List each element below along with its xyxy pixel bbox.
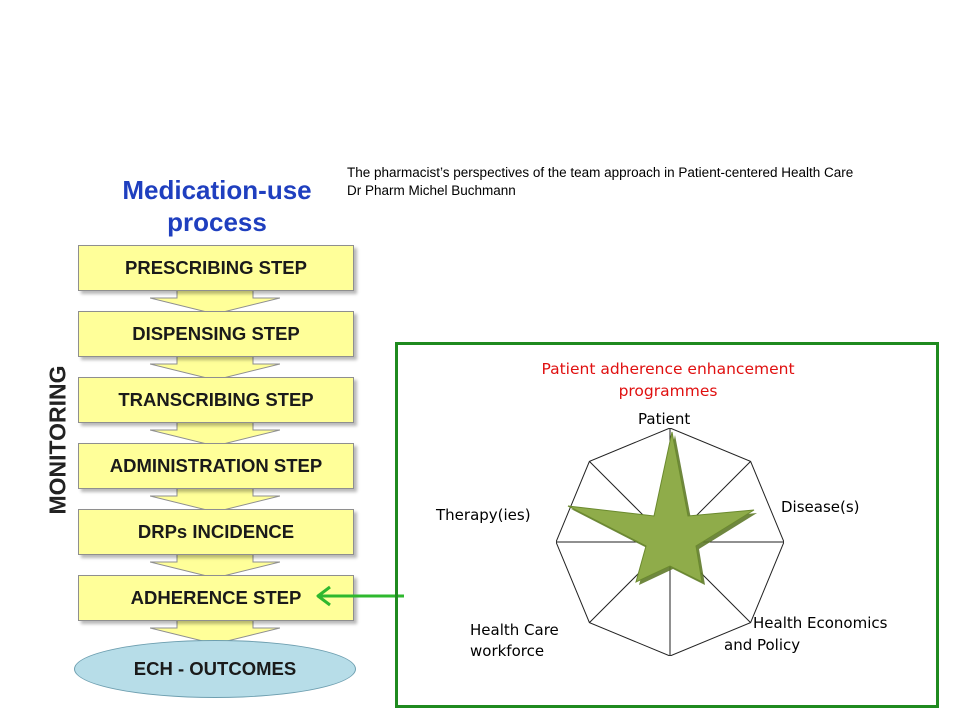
radar-chart (556, 428, 784, 656)
step-dispensing: DISPENSING STEP (78, 311, 354, 357)
axis-label-health-care: Health Care (470, 621, 559, 639)
step-adherence: ADHERENCE STEP (78, 575, 354, 621)
step-prescribing: PRESCRIBING STEP (78, 245, 354, 291)
radar-octagon (556, 428, 784, 656)
outcome-ellipse: ECH - OUTCOMES (74, 640, 356, 698)
citation-title: The pharmacist’s perspectives of the tea… (347, 165, 854, 180)
axis-label-disease: Disease(s) (781, 498, 860, 516)
axis-label-patient: Patient (638, 410, 691, 428)
monitoring-label: MONITORING (44, 365, 71, 515)
citation: The pharmacist’s perspectives of the tea… (347, 164, 853, 200)
axis-label-and-policy: and Policy (724, 636, 801, 654)
step-transcribing: TRANSCRIBING STEP (78, 377, 354, 423)
radar-title-line1: Patient adherence enhancement (541, 360, 795, 378)
axis-label-workforce: workforce (470, 642, 545, 660)
step-drps-incidence: DRPs INCIDENCE (78, 509, 354, 555)
step-administration: ADMINISTRATION STEP (78, 443, 354, 489)
flow-title-line1: Medication-use (122, 175, 312, 205)
citation-author: Dr Pharm Michel Buchmann (347, 183, 516, 198)
flow-title: Medication-use process (100, 174, 334, 238)
radar-title-line2: programmes (618, 382, 718, 400)
axis-label-therapy: Therapy(ies) (436, 506, 531, 524)
link-arrow-icon (316, 585, 404, 607)
radar-star (567, 431, 755, 583)
flow-title-line2: process (167, 207, 267, 237)
axis-label-health-economics: Health Economics (753, 614, 888, 632)
radar-panel: Patient adherence enhancement programmes (395, 342, 939, 708)
